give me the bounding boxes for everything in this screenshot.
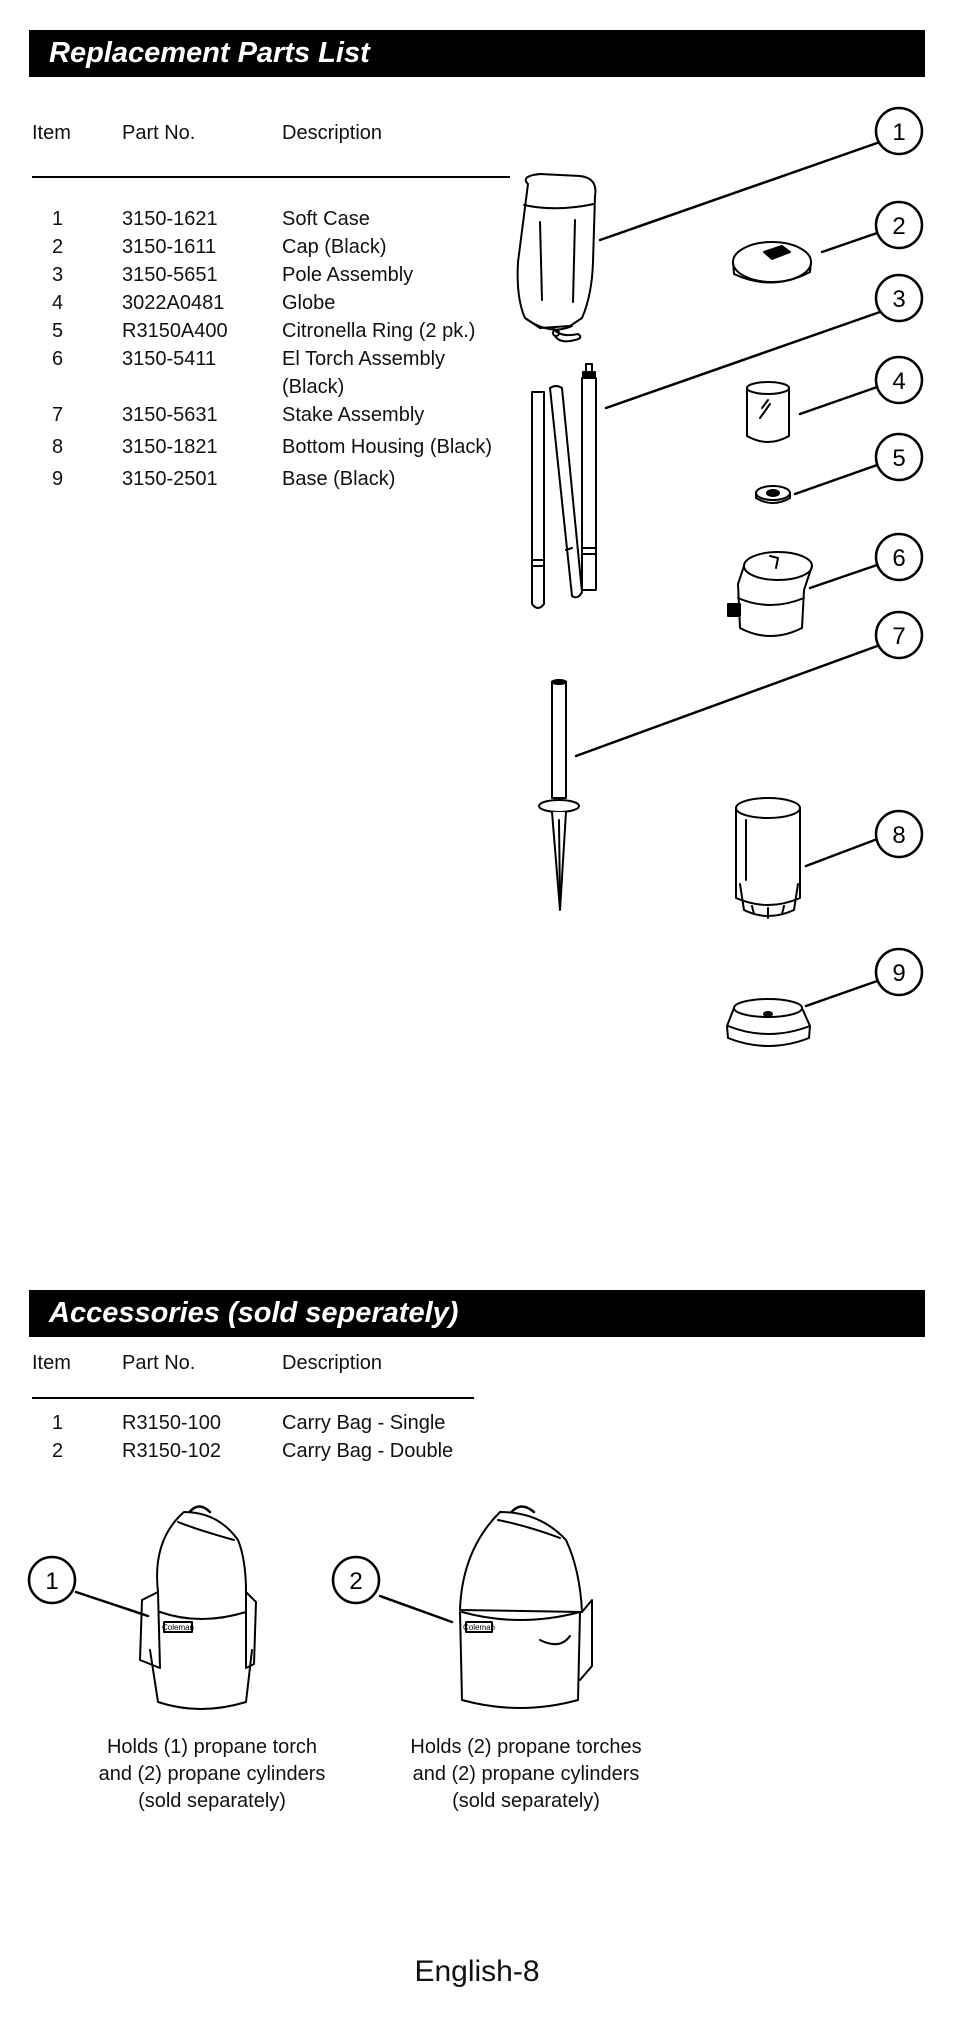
row-part-no: 3150-5631: [122, 404, 218, 426]
row-item: 2: [52, 1440, 64, 1462]
callout-6: 6: [892, 545, 905, 572]
page-number: English-8: [414, 1955, 540, 1988]
caption-line: Holds (2) propane torches: [410, 1736, 642, 1758]
row-item: 1: [52, 1412, 64, 1434]
row-part-no: 3150-1821: [122, 436, 218, 458]
row-item: 8: [52, 436, 64, 458]
row-item: 2: [52, 236, 64, 258]
row-part-no: 3150-2501: [122, 468, 218, 490]
row-item: 5: [52, 320, 64, 342]
globe-illustration: [746, 381, 790, 443]
caption-line: and (2) propane cylinders: [412, 1763, 640, 1785]
row-part-no: 3150-5411: [122, 348, 217, 370]
carry-bag-single-caption: Holds (1) propane torch and (2) propane …: [82, 1734, 342, 1815]
stake-assembly-illustration: [538, 679, 580, 911]
row-part-no: 3150-5651: [122, 264, 218, 286]
svg-text:Coleman: Coleman: [162, 1623, 194, 1632]
accessory-callout-circles: [27, 1555, 381, 1605]
pole-assembly-illustration: [531, 363, 597, 609]
row-part-no: 3150-1611: [122, 236, 217, 258]
callout-1: 1: [892, 119, 905, 146]
row-item: 4: [52, 292, 64, 314]
row-part-no: R3150A400: [122, 320, 228, 342]
bottom-housing-illustration: [735, 797, 801, 919]
row-item: 1: [52, 208, 64, 230]
cap-illustration: [732, 241, 812, 284]
carry-bag-double-illustration: Coleman: [459, 1505, 593, 1709]
row-description: El Torch Assembly: [282, 348, 446, 370]
caption-line: (sold separately): [452, 1790, 600, 1812]
row-item: 9: [52, 468, 64, 490]
callout-5: 5: [892, 445, 905, 472]
row-description: Soft Case: [282, 208, 370, 230]
callout-3: 3: [892, 286, 905, 313]
row-part-no: 3150-1621: [122, 208, 218, 230]
parts-list-title: Replacement Parts List: [29, 30, 925, 77]
callout-circles: [874, 106, 924, 997]
row-description: Stake Assembly: [282, 404, 425, 426]
callout-leader-lines: [574, 140, 882, 1008]
row-description: Carry Bag - Double: [282, 1440, 454, 1462]
accessory-leader-lines: [74, 1590, 454, 1624]
carry-bags-diagram: Coleman Coleman 1 2: [27, 1505, 593, 1710]
row-description: Carry Bag - Single: [282, 1412, 446, 1434]
caption-line: (sold separately): [138, 1790, 286, 1812]
row-part-no: 3022A0481: [122, 292, 225, 314]
accessories-header-rule: [32, 1397, 474, 1399]
parts-header-rule: [32, 176, 510, 178]
soft-case-illustration: [516, 173, 597, 343]
torch-assembly-illustration: [727, 551, 813, 637]
row-item: 6: [52, 348, 64, 370]
accessories-header-part-no: Part No.: [122, 1352, 196, 1374]
row-item: 3: [52, 264, 64, 286]
callout-2: 2: [892, 213, 905, 240]
row-item: 7: [52, 404, 64, 426]
parts-header-part-no: Part No.: [122, 122, 196, 144]
accessories-header-description: Description: [282, 1352, 383, 1374]
accessories-title: Accessories (sold seperately): [29, 1290, 925, 1337]
row-description-continued: (Black): [282, 376, 345, 398]
base-illustration: [726, 998, 811, 1047]
svg-text:Coleman: Coleman: [463, 1623, 495, 1632]
parts-header-description: Description: [282, 122, 383, 144]
row-description: Citronella Ring (2 pk.): [282, 320, 476, 342]
parts-header-item: Item: [32, 122, 71, 144]
accessories-header-item: Item: [32, 1352, 71, 1374]
row-part-no: R3150-100: [122, 1412, 221, 1434]
caption-line: and (2) propane cylinders: [98, 1763, 326, 1785]
callout-4: 4: [892, 368, 905, 395]
parts-exploded-diagram: 1 2 3 4 5 6 7 8 9: [516, 106, 924, 1047]
row-description: Globe: [282, 292, 336, 314]
callout-7: 7: [892, 623, 905, 650]
row-description: Pole Assembly: [282, 264, 414, 286]
row-description: Cap (Black): [282, 236, 387, 258]
accessory-callout-2: 2: [349, 1568, 362, 1595]
carry-bag-single-illustration: Coleman: [139, 1505, 257, 1710]
accessory-callout-1: 1: [45, 1568, 58, 1595]
caption-line: Holds (1) propane torch: [106, 1736, 318, 1758]
callout-8: 8: [892, 822, 905, 849]
callout-9: 9: [892, 960, 905, 987]
row-description: Bottom Housing (Black): [282, 436, 493, 458]
row-part-no: R3150-102: [122, 1440, 221, 1462]
citronella-ring-illustration: [755, 485, 791, 504]
carry-bag-double-caption: Holds (2) propane torches and (2) propan…: [396, 1734, 656, 1815]
row-description: Base (Black): [282, 468, 396, 490]
